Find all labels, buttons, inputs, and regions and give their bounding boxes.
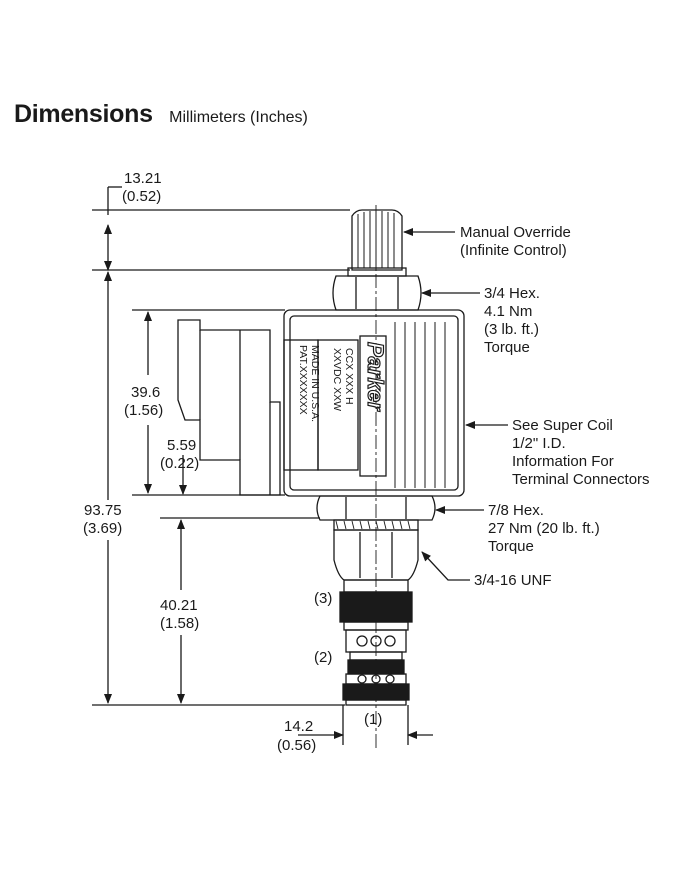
dim-coil-in: (1.56) [124, 402, 163, 419]
callout-hex34-1: 3/4 Hex. [484, 285, 540, 302]
parker-brand-logo: Parker [363, 342, 388, 412]
dim-nose-mm: 14.2 [284, 718, 313, 735]
page-heading: Dimensions Millimeters (Inches) [14, 100, 308, 129]
callout-hex34-4: Torque [484, 339, 530, 356]
callout-super-coil-2: 1/2" I.D. [512, 435, 566, 452]
hex-nut-upper [332, 275, 422, 311]
override-collar [347, 267, 407, 277]
terminal-connector [177, 319, 281, 496]
dim-cartridge-mm: 40.21 [160, 597, 198, 614]
callout-hex78-1: 7/8 Hex. [488, 502, 544, 519]
callout-hex78-3: Torque [488, 538, 534, 555]
dim-offset-mm: 5.59 [167, 437, 196, 454]
page-title: Dimensions [14, 100, 153, 128]
coil-patent-text: PAT.XXXXXXX [297, 345, 309, 415]
leader-thread [421, 551, 470, 581]
coil-model-text: CCX XXX H [343, 348, 355, 405]
port-2-label: (2) [314, 649, 332, 666]
dim-overall-mm: 93.75 [84, 502, 122, 519]
dim-offset-in: (0.22) [160, 455, 199, 472]
port-3-label: (3) [314, 590, 332, 607]
dim-overall-in: (3.69) [83, 520, 122, 537]
coil-made-in-text: MADE IN U.S.A. [309, 345, 321, 422]
dim-override-in: (0.52) [122, 188, 161, 205]
coil-voltage-text: XXVDC XXW [331, 348, 343, 411]
nameplate-right [317, 339, 359, 471]
brand-plate [359, 335, 387, 477]
dim-cartridge-in: (1.58) [160, 615, 199, 632]
dim-override-mm: 13.21 [124, 170, 162, 187]
manual-override-knob [351, 209, 403, 271]
callout-super-coil-4: Terminal Connectors [512, 471, 650, 488]
callout-hex34-2: 4.1 Nm [484, 303, 532, 320]
callout-manual-override-2: (Infinite Control) [460, 242, 567, 259]
callout-hex78-2: 27 Nm (20 lb. ft.) [488, 520, 600, 537]
callout-thread: 3/4-16 UNF [474, 572, 552, 589]
callout-hex34-3: (3 lb. ft.) [484, 321, 539, 338]
dim-coil-mm: 39.6 [131, 384, 160, 401]
dim-nose-in: (0.56) [277, 737, 316, 754]
callout-super-coil-1: See Super Coil [512, 417, 613, 434]
callout-super-coil-3: Information For [512, 453, 614, 470]
port-1-label: (1) [364, 711, 382, 728]
units-subtitle: Millimeters (Inches) [169, 109, 308, 126]
hex-nut-lower [316, 495, 436, 521]
callout-manual-override-1: Manual Override [460, 224, 571, 241]
